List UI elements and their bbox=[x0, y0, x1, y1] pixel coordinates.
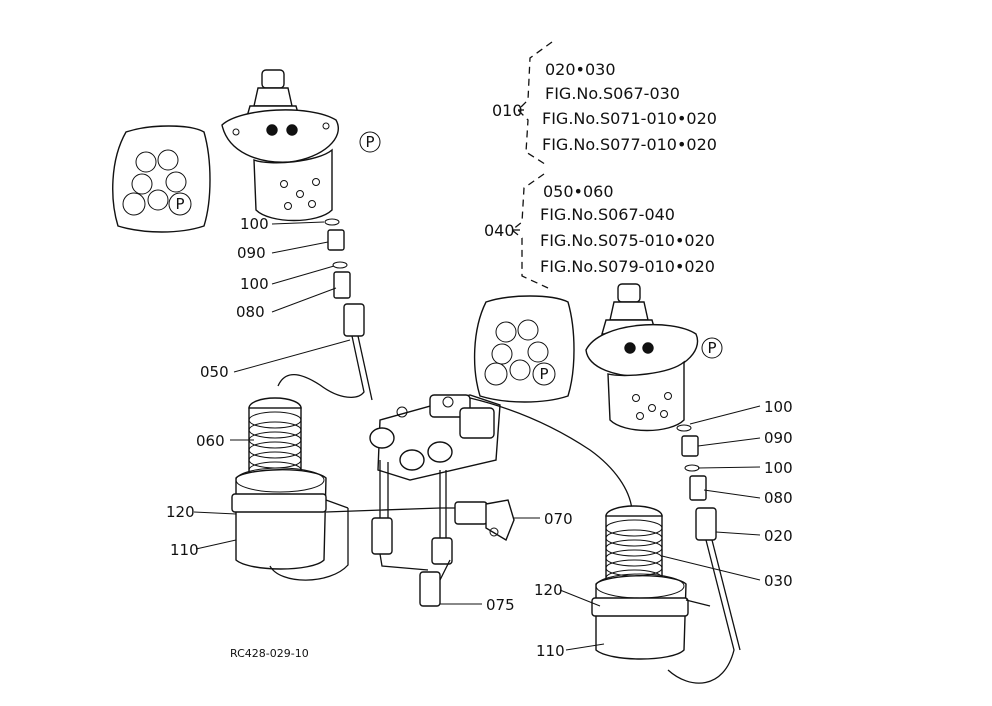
drawing-code: RC428-029-10 bbox=[230, 647, 309, 660]
label-110-left: 110 bbox=[170, 541, 199, 559]
svg-text:P: P bbox=[175, 195, 184, 213]
left-fitting-stack bbox=[324, 218, 365, 337]
port-p-marker-left: P bbox=[359, 131, 381, 153]
label-100-upper-right: 100 bbox=[764, 398, 793, 416]
label-030: 030 bbox=[764, 572, 793, 590]
leader-lines bbox=[193, 221, 761, 651]
label-080-left: 080 bbox=[236, 303, 265, 321]
label-090-left: 090 bbox=[237, 244, 266, 262]
label-100-lower-right: 100 bbox=[764, 459, 793, 477]
left-steering-motor bbox=[221, 69, 339, 222]
label-020: 020 bbox=[764, 527, 793, 545]
ref-040-line-3: FIG.No.S075-010•020 bbox=[540, 231, 715, 250]
left-cylinder-assembly bbox=[231, 397, 349, 581]
ref-010-line-1: 020•030 bbox=[545, 60, 616, 79]
right-steering-motor bbox=[585, 283, 699, 432]
right-cylinder-assembly bbox=[591, 505, 711, 660]
label-120-right: 120 bbox=[534, 581, 563, 599]
ref-010-label: 010 bbox=[492, 101, 523, 120]
reference-bracket-040: 040 050•060 FIG.No.S067-040 FIG.No.S075-… bbox=[484, 173, 715, 289]
reference-bracket-010: 010 020•030 FIG.No.S067-030 FIG.No.S071-… bbox=[492, 41, 717, 167]
ref-010-line-3: FIG.No.S071-010•020 bbox=[542, 109, 717, 128]
part-labels: 100 090 100 080 050 060 120 110 070 075 … bbox=[166, 215, 793, 660]
svg-text:P: P bbox=[365, 133, 374, 151]
label-090-right: 090 bbox=[764, 429, 793, 447]
port-layout-inset-right: P bbox=[473, 295, 575, 403]
label-080-right: 080 bbox=[764, 489, 793, 507]
ref-040-label: 040 bbox=[484, 221, 515, 240]
label-120-left: 120 bbox=[166, 503, 195, 521]
label-100-upper-left: 100 bbox=[240, 215, 269, 233]
port-layout-inset-left: P bbox=[112, 125, 211, 233]
ref-040-line-4: FIG.No.S079-010•020 bbox=[540, 257, 715, 276]
hose-050 bbox=[277, 335, 365, 398]
label-070: 070 bbox=[544, 510, 573, 528]
control-valve bbox=[325, 394, 633, 607]
svg-text:P: P bbox=[539, 365, 548, 383]
ref-010-line-2: FIG.No.S067-030 bbox=[545, 84, 680, 103]
label-050: 050 bbox=[200, 363, 229, 381]
label-100-lower-left: 100 bbox=[240, 275, 269, 293]
ref-040-line-1: 050•060 bbox=[543, 182, 614, 201]
ref-010-line-4: FIG.No.S077-010•020 bbox=[542, 135, 717, 154]
svg-text:P: P bbox=[707, 339, 716, 357]
label-075: 075 bbox=[486, 596, 515, 614]
ref-040-line-2: FIG.No.S067-040 bbox=[540, 205, 675, 224]
hose-020 bbox=[667, 539, 735, 684]
label-110-right: 110 bbox=[536, 642, 565, 660]
label-060: 060 bbox=[196, 432, 225, 450]
port-p-marker-right: P bbox=[701, 337, 723, 359]
right-fitting-stack bbox=[676, 424, 717, 541]
